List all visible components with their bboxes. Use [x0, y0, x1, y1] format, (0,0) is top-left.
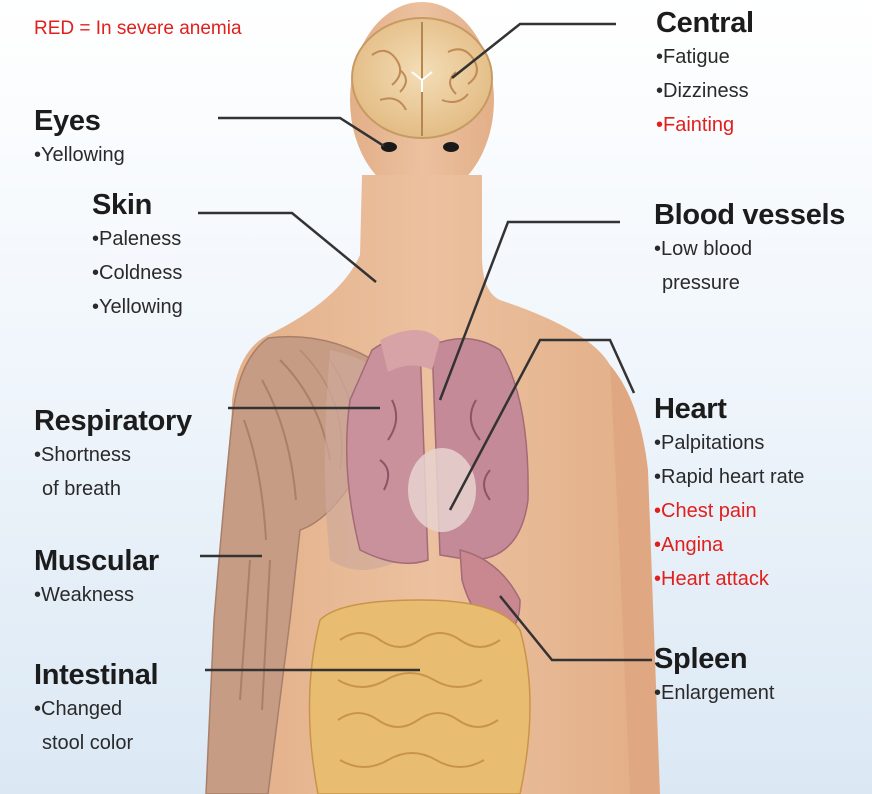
muscular-title: Muscular [34, 544, 159, 578]
blood-vessels-title: Blood vessels [654, 198, 845, 232]
intestinal-title: Intestinal [34, 658, 158, 692]
legend-note: RED = In severe anemia [34, 18, 242, 40]
spleen-title: Spleen [654, 642, 774, 676]
symptom-item: •Low blood [654, 232, 845, 266]
symptom-item: of breath [34, 472, 192, 506]
spleen-label-group: Spleen •Enlargement [654, 642, 774, 710]
skin-symptom-list: •Paleness•Coldness•Yellowing [92, 222, 183, 324]
skin-label-group: Skin •Paleness•Coldness•Yellowing [92, 188, 183, 324]
blood-vessels-label-group: Blood vessels •Low bloodpressure [654, 198, 845, 300]
brain [352, 18, 492, 138]
skin-title: Skin [92, 188, 183, 222]
respiratory-label-group: Respiratory •Shortnessof breath [34, 404, 192, 506]
symptom-item: •Changed [34, 692, 158, 726]
symptom-item: stool color [34, 726, 158, 760]
right-eye [443, 142, 459, 152]
intestines [309, 600, 530, 794]
respiratory-symptom-list: •Shortnessof breath [34, 438, 192, 506]
intestinal-symptom-list: •Changedstool color [34, 692, 158, 760]
eyes-title: Eyes [34, 104, 125, 138]
left-eye [381, 142, 397, 152]
symptom-item: •Yellowing [34, 138, 125, 172]
heart-title: Heart [654, 392, 804, 426]
muscular-symptom-list: •Weakness [34, 578, 159, 612]
symptom-item: •Fainting [656, 108, 754, 142]
symptom-item: •Angina [654, 528, 804, 562]
symptom-item: •Heart attack [654, 562, 804, 596]
muscular-label-group: Muscular •Weakness [34, 544, 159, 612]
symptom-item: •Enlargement [654, 676, 774, 710]
symptom-item: •Fatigue [656, 40, 754, 74]
respiratory-title: Respiratory [34, 404, 192, 438]
symptom-item: pressure [654, 266, 845, 300]
symptom-item: •Dizziness [656, 74, 754, 108]
symptom-item: •Chest pain [654, 494, 804, 528]
symptom-item: •Paleness [92, 222, 183, 256]
intestinal-label-group: Intestinal •Changedstool color [34, 658, 158, 760]
symptom-item: •Palpitations [654, 426, 804, 460]
heart-label-group: Heart •Palpitations•Rapid heart rate•Che… [654, 392, 804, 596]
spleen-symptom-list: •Enlargement [654, 676, 774, 710]
eyes-symptom-list: •Yellowing [34, 138, 125, 172]
symptom-item: •Weakness [34, 578, 159, 612]
heart-symptom-list: •Palpitations•Rapid heart rate•Chest pai… [654, 426, 804, 596]
eyes-label-group: Eyes •Yellowing [34, 104, 125, 172]
symptom-item: •Rapid heart rate [654, 460, 804, 494]
symptom-item: •Yellowing [92, 290, 183, 324]
central-title: Central [656, 6, 754, 40]
symptom-item: •Coldness [92, 256, 183, 290]
blood-vessels-symptom-list: •Low bloodpressure [654, 232, 845, 300]
central-label-group: Central •Fatigue•Dizziness•Fainting [656, 6, 754, 142]
central-symptom-list: •Fatigue•Dizziness•Fainting [656, 40, 754, 142]
lungs-heart [347, 330, 528, 563]
symptom-item: •Shortness [34, 438, 192, 472]
